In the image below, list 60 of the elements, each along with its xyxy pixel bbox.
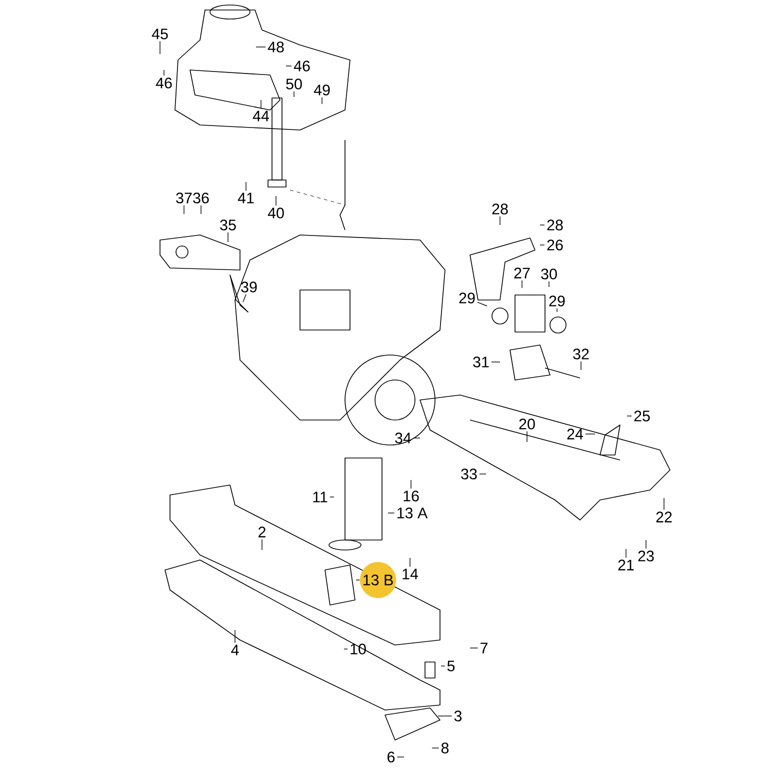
callout-number: 30 — [541, 268, 557, 280]
leader-line — [580, 361, 582, 370]
callout-number: 7 — [480, 642, 488, 654]
callout-number: 5 — [447, 660, 455, 672]
leader-line — [540, 224, 545, 226]
callout-number: 11 — [313, 492, 328, 502]
callout-number: 35 — [220, 220, 236, 230]
callout-number: 26 — [547, 240, 563, 250]
callout-number: 34 — [395, 432, 412, 444]
leader-line — [526, 431, 528, 442]
leader-line — [410, 480, 412, 489]
leader-line — [548, 281, 550, 288]
callout-number: 32 — [573, 348, 589, 360]
callout-number: 13 B — [360, 562, 396, 598]
leader-line — [242, 294, 246, 302]
leader-line — [234, 630, 236, 644]
callout-number: 13 A — [398, 508, 428, 518]
callout-number: 44 — [252, 110, 270, 122]
callout-number: 39 — [241, 282, 257, 292]
callout-number: 3 — [454, 710, 462, 722]
callout-number: 46 — [294, 60, 310, 72]
callout-number: 21 — [618, 560, 634, 570]
callout-number: 40 — [268, 208, 284, 218]
leader-line — [556, 308, 558, 312]
leader-line — [396, 756, 404, 758]
callout-number: 29 — [549, 296, 565, 306]
callout-number: 20 — [519, 418, 535, 430]
leader-line — [256, 46, 266, 48]
callout-number: 16 — [404, 490, 419, 502]
callout-number: 28 — [492, 204, 508, 214]
leader-line — [200, 205, 202, 214]
leader-line — [260, 100, 262, 110]
leader-line — [344, 648, 348, 650]
callout-number: 49 — [314, 84, 330, 96]
leader-line — [388, 512, 395, 514]
callout-number: 6 — [388, 752, 395, 762]
leader-line — [330, 496, 334, 498]
callout-number: 37 — [176, 192, 192, 204]
callout-number: 27 — [514, 268, 530, 278]
callout-number: 4 — [231, 644, 239, 656]
callout-number: 50 — [286, 78, 302, 90]
callout-number: 46 — [156, 78, 172, 88]
callout-number: 8 — [441, 742, 449, 754]
callout-number: 33 — [461, 468, 477, 480]
callout-number: 2 — [258, 526, 266, 538]
callout-number: 36 — [193, 192, 209, 204]
callout-number: 14 — [402, 568, 418, 580]
callout-number: 25 — [634, 410, 650, 422]
callout-number: 24 — [567, 428, 584, 440]
callout-number: 29 — [459, 292, 475, 304]
callout-number: 31 — [473, 356, 489, 368]
leader-line — [540, 244, 545, 246]
callout-number: 23 — [638, 550, 654, 562]
callout-number: 41 — [238, 192, 254, 204]
callout-number: 10 — [350, 644, 366, 654]
callout-number: 48 — [268, 42, 284, 52]
callout-number: 28 — [547, 220, 563, 230]
callout-number: 45 — [152, 28, 168, 40]
callout-number: 22 — [656, 512, 672, 522]
leader-line — [477, 302, 488, 306]
